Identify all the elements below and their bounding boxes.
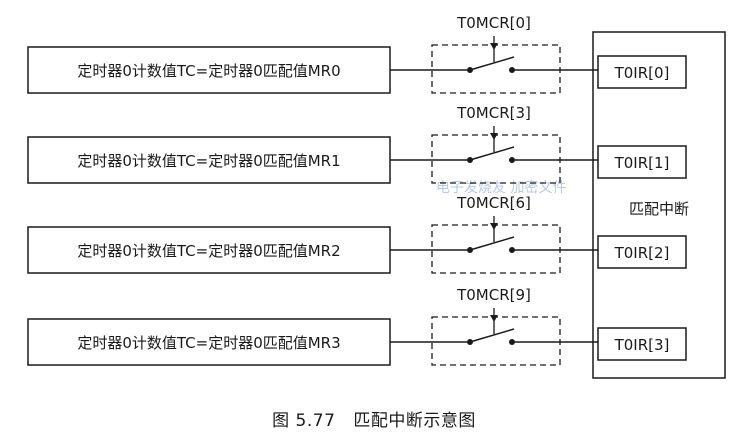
switch-enclosure bbox=[431, 44, 561, 94]
interrupt-label: 匹配中断 bbox=[629, 200, 689, 218]
control-arrow bbox=[490, 43, 498, 50]
switch-blade bbox=[469, 328, 515, 343]
figure-title: 匹配中断示意图 bbox=[353, 411, 476, 431]
flag-box bbox=[597, 55, 687, 89]
switch-enclosure bbox=[431, 224, 561, 274]
channel-1: 定时器0计数值TC=定时器0匹配值MR1 T0MCR[3] T0IR[1] bbox=[27, 104, 687, 184]
switch-blade bbox=[469, 146, 515, 161]
channel-0: 定时器0计数值TC=定时器0匹配值MR0 T0MCR[0] T0IR[0] bbox=[27, 14, 687, 94]
control-arrow bbox=[490, 223, 498, 230]
interrupt-box bbox=[592, 31, 726, 379]
control-bit-label: T0MCR[9] bbox=[456, 286, 531, 304]
control-arrow bbox=[490, 315, 498, 322]
flag-label: T0IR[0] bbox=[614, 64, 670, 82]
channel-3: 定时器0计数值TC=定时器0匹配值MR3 T0MCR[9] T0IR[3] bbox=[27, 286, 687, 366]
figure-number: 图 5.77 bbox=[272, 411, 336, 431]
control-bit-label: T0MCR[6] bbox=[456, 194, 531, 212]
channel-2: 定时器0计数值TC=定时器0匹配值MR2 T0MCR[6] T0IR[2] bbox=[27, 194, 687, 274]
flag-label: T0IR[2] bbox=[614, 244, 670, 262]
flag-label: T0IR[3] bbox=[614, 336, 670, 354]
flag-box bbox=[597, 145, 687, 179]
switch-blade bbox=[469, 56, 515, 71]
switch-enclosure bbox=[431, 134, 561, 184]
flag-label: T0IR[1] bbox=[614, 154, 670, 172]
figure-caption: 图 5.77 匹配中断示意图 bbox=[0, 406, 748, 431]
switch-enclosure bbox=[431, 316, 561, 366]
condition-text: 定时器0计数值TC=定时器0匹配值MR2 bbox=[77, 242, 340, 260]
control-arrow bbox=[490, 133, 498, 140]
flag-box bbox=[597, 235, 687, 269]
condition-text: 定时器0计数值TC=定时器0匹配值MR3 bbox=[77, 334, 340, 352]
switch-blade bbox=[469, 236, 515, 251]
control-bit-label: T0MCR[0] bbox=[456, 14, 531, 32]
flag-box bbox=[597, 327, 687, 361]
condition-text: 定时器0计数值TC=定时器0匹配值MR0 bbox=[77, 62, 340, 80]
condition-text: 定时器0计数值TC=定时器0匹配值MR1 bbox=[77, 152, 340, 170]
control-bit-label: T0MCR[3] bbox=[456, 104, 531, 122]
